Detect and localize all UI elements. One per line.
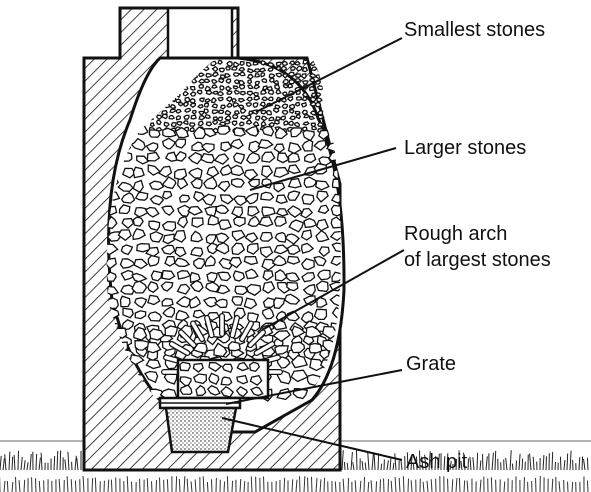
label-smallest-stones: Smallest stones (404, 19, 545, 41)
ash-pit (166, 408, 236, 452)
label-larger-stones: Larger stones (404, 137, 526, 159)
label-grate: Grate (406, 353, 456, 375)
label-rough-arch-line2: of largest stones (404, 249, 551, 271)
label-ash-pit: Ash pit (406, 451, 468, 473)
label-rough-arch-line1: Rough arch (404, 223, 507, 245)
